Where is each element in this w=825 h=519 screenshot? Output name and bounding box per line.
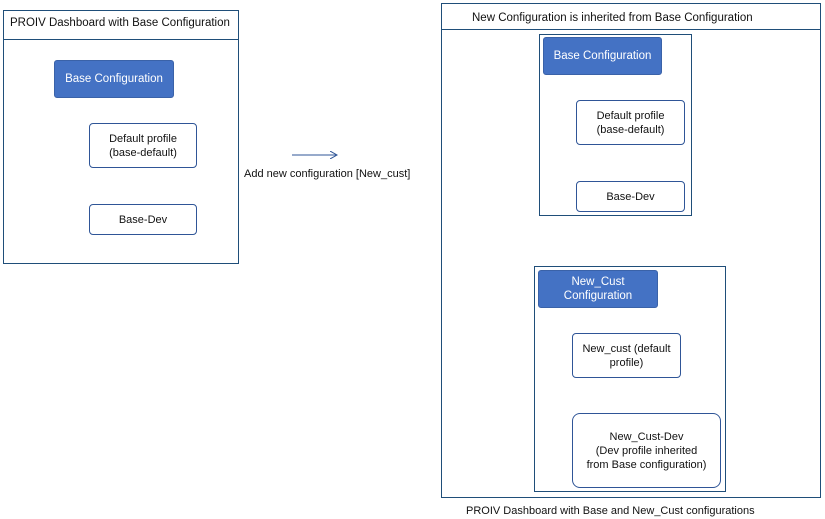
left-base-configuration-node: Base Configuration: [54, 60, 174, 98]
new-cust-default-profile-node: New_cust (default profile): [572, 333, 681, 378]
base-configuration-node: Base Configuration: [543, 37, 662, 75]
base-dev-node: Base-Dev: [576, 181, 685, 212]
left-panel-title: PROIV Dashboard with Base Configuration: [10, 17, 230, 29]
right-panel-title-divider: [441, 29, 821, 30]
new-cust-configuration-node: New_Cust Configuration: [538, 270, 658, 308]
left-panel-title-divider: [3, 39, 239, 40]
left-default-profile-node: Default profile (base-default): [89, 123, 197, 168]
right-panel-footer-caption: PROIV Dashboard with Base and New_Cust c…: [466, 505, 755, 517]
left-base-dev-node: Base-Dev: [89, 204, 197, 235]
add-configuration-caption: Add new configuration [New_cust]: [244, 168, 411, 180]
right-panel-title: New Configuration is inherited from Base…: [472, 12, 753, 24]
new-cust-dev-node: New_Cust-Dev (Dev profile inherited from…: [572, 413, 721, 488]
base-default-profile-node: Default profile (base-default): [576, 100, 685, 145]
